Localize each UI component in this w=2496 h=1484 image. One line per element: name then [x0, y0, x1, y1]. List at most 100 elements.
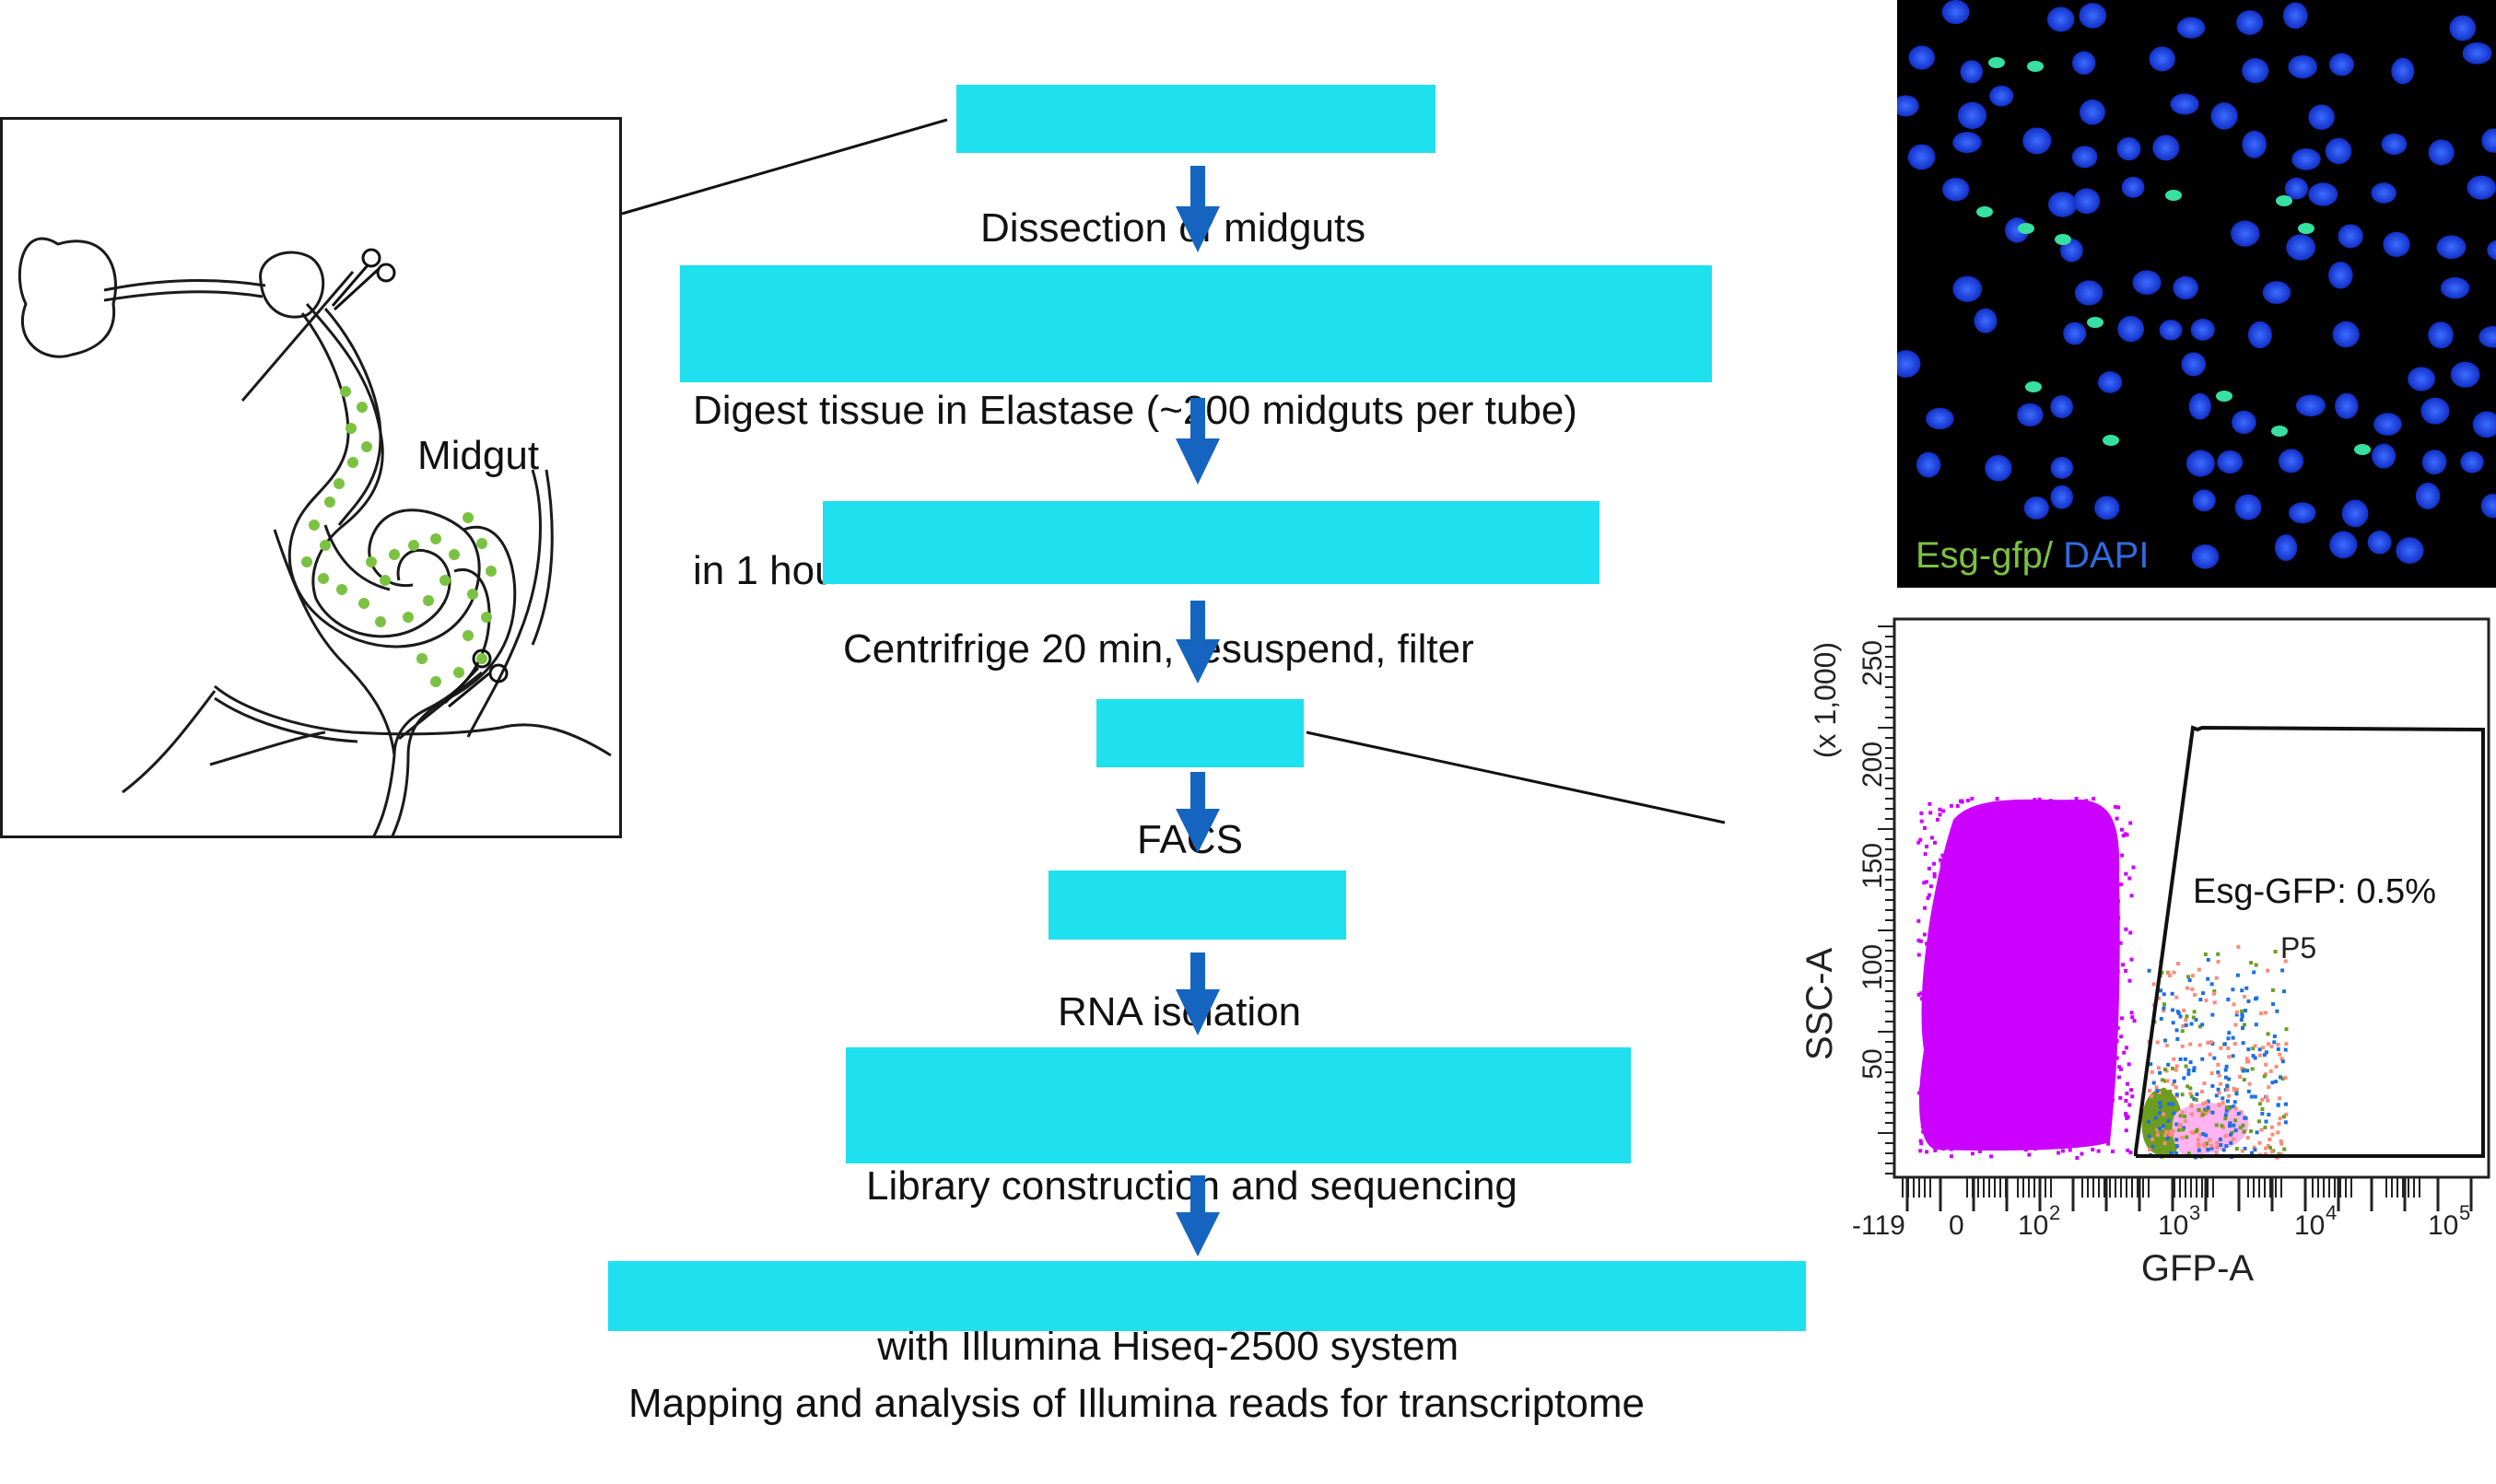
population-gate-event — [2170, 1133, 2174, 1138]
population-main-event — [1937, 950, 1941, 954]
population-main-event — [2113, 941, 2117, 946]
population-main-event — [2082, 1139, 2087, 1143]
population-main-event — [2013, 1137, 2018, 1141]
population-gate-event — [2232, 1104, 2236, 1109]
population-gate-event — [2186, 1071, 2191, 1076]
population-gate-event — [2197, 1107, 2201, 1112]
population-gate-event — [2175, 962, 2180, 966]
population-main-event — [2057, 1016, 2061, 1021]
population-main-event — [2092, 902, 2097, 906]
gfp-cells — [301, 386, 497, 687]
population-gate-event — [2242, 1078, 2246, 1082]
population-main-event — [2018, 1140, 2022, 1145]
population-gate-event — [2220, 1124, 2224, 1128]
population-gate-event — [2268, 1069, 2273, 1073]
population-gate-event — [2282, 1147, 2287, 1151]
population-main-event — [2063, 957, 2068, 962]
population-main-event — [2101, 874, 2105, 879]
population-gate-event — [2246, 1059, 2251, 1064]
dapi-nucleus — [2449, 15, 2477, 41]
population-main-event — [1990, 1120, 1995, 1125]
population-main-event — [1932, 874, 1937, 879]
population-main-event — [2071, 887, 2076, 892]
population-main-event — [2093, 1136, 2098, 1140]
population-gate-event — [2221, 1101, 2225, 1105]
dapi-nucleus — [1952, 275, 1983, 302]
population-main-event — [1947, 1100, 1951, 1104]
dapi-nucleus — [2173, 275, 2198, 300]
population-main-event — [1939, 1091, 1944, 1095]
dapi-nucleus — [2017, 403, 2044, 427]
gfp-nucleus — [2271, 426, 2288, 437]
population-main-event — [1939, 861, 1944, 866]
population-gate-event — [2171, 1102, 2175, 1106]
population-main-event — [1985, 808, 1989, 812]
population-gate-event — [2278, 1052, 2282, 1057]
population-main-event — [1923, 852, 1928, 857]
population-main-event — [1982, 1017, 1986, 1022]
population-main-event — [2080, 1151, 2084, 1156]
population-main-event — [1982, 1091, 1986, 1095]
population-gate-event — [2225, 1083, 2230, 1088]
population-gate-event — [2151, 1081, 2156, 1085]
population-main-event — [1975, 899, 1979, 904]
population-main-event — [2118, 941, 2123, 945]
population-gate-event — [2276, 1130, 2280, 1135]
x-tick-exponent: 4 — [2326, 1201, 2337, 1224]
population-main-event — [2124, 1099, 2128, 1104]
population-main-event — [2045, 881, 2050, 885]
population-main-event — [2026, 1026, 2031, 1031]
population-main-event — [2005, 1054, 2010, 1058]
population-gate-event — [2209, 1040, 2213, 1045]
population-gate-event — [2217, 1103, 2221, 1107]
dapi-nucleus — [2391, 57, 2415, 85]
population-main-event — [1955, 1130, 1960, 1135]
dapi-nucleus — [2217, 450, 2244, 474]
dapi-nucleus — [2185, 450, 2215, 477]
population-main-event — [1938, 812, 1942, 817]
population-gate-event — [2150, 1144, 2155, 1149]
population-main-event — [1920, 1123, 1925, 1128]
population-gate-event — [2246, 1047, 2251, 1052]
population-main-event — [1962, 1063, 1966, 1068]
population-main-event — [1919, 997, 1924, 1001]
population-main-event — [2034, 1087, 2039, 1092]
population-main-event — [2028, 853, 2033, 858]
population-main-event — [2081, 987, 2086, 991]
population-main-event — [1932, 915, 1937, 919]
population-main-event — [2024, 835, 2029, 839]
population-main-event — [1951, 1119, 1955, 1124]
population-main-event — [2059, 1139, 2064, 1143]
population-main-event — [1992, 1032, 1997, 1036]
dapi-nucleus — [2329, 531, 2358, 559]
population-main-event — [2062, 1023, 2067, 1028]
population-gate-event — [2232, 1087, 2236, 1092]
population-main-event — [2047, 825, 2052, 830]
gfp-nucleus — [2018, 223, 2034, 234]
population-main-event — [1963, 842, 1968, 847]
population-main-event — [2024, 1088, 2029, 1093]
population-gate-event — [2188, 1086, 2193, 1091]
population-main-event — [2033, 1135, 2038, 1139]
midgut-label: Midgut — [417, 433, 540, 478]
population-main-event — [2027, 1089, 2032, 1093]
population-gate-event — [2176, 1128, 2181, 1132]
population-main-event — [1972, 1129, 1976, 1134]
population-main-event — [2035, 918, 2040, 923]
population-main-event — [2099, 1010, 2103, 1014]
midgut-tube-outer — [287, 312, 481, 649]
dapi-nucleus — [2329, 53, 2354, 76]
population-main-event — [2087, 895, 2092, 900]
population-gate-event — [2244, 1057, 2249, 1061]
population-gate-event — [2276, 1103, 2280, 1107]
population-main-event — [2027, 1135, 2032, 1139]
population-gate-event — [2232, 1002, 2236, 1007]
population-main-event — [2023, 863, 2028, 868]
population-main-event — [2041, 983, 2045, 987]
population-gate-event — [2219, 1143, 2223, 1148]
population-main-event — [2054, 952, 2058, 957]
population-main-event — [2088, 1046, 2092, 1050]
population-main-event — [2114, 894, 2118, 899]
population-gate-event — [2263, 1011, 2267, 1015]
population-gate-event — [2192, 1066, 2197, 1070]
